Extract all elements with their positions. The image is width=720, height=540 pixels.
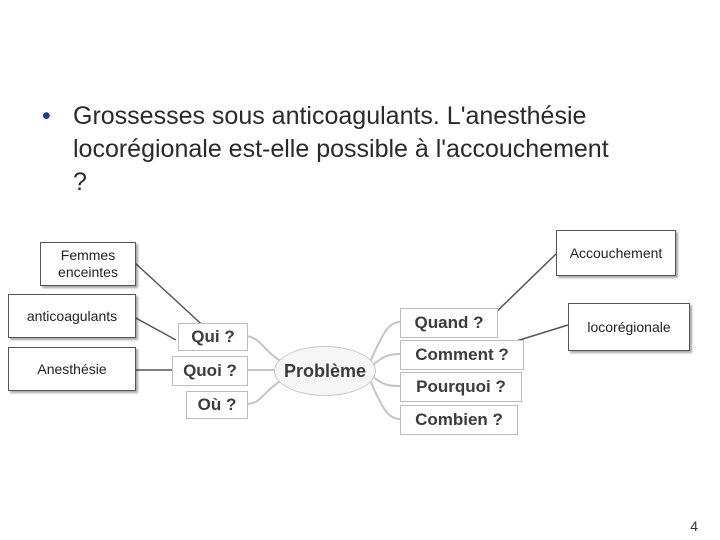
callout-locoregionale: locorégionale: [568, 303, 690, 351]
bullet-line-2: locorégionale est-elle possible à l'acco…: [73, 135, 609, 163]
leader-femmes: [133, 261, 211, 333]
branch-ou: [245, 379, 283, 405]
bullet-line-1: Grossesses sous anticoagulants. L'anesth…: [73, 102, 587, 130]
callout-anesthesie: Anesthésie: [8, 347, 136, 391]
bullet-line-3: ?: [73, 168, 87, 196]
node-comment: Comment ?: [400, 340, 524, 370]
node-quoi: Quoi ?: [172, 356, 248, 386]
callout-anticoagulants: anticoagulants: [8, 294, 136, 338]
node-pourquoi: Pourquoi ?: [400, 372, 522, 402]
center-probleme: Problème: [274, 346, 376, 396]
branch-comment: [371, 353, 401, 367]
callout-femmes-enceintes: Femmes enceintes: [40, 242, 136, 286]
callout-accouchement: Accouchement: [556, 230, 676, 276]
bullet-question: • Grossesses sous anticoagulants. L'anes…: [42, 100, 682, 199]
leader-anticoagulants: [133, 316, 177, 341]
branch-pourquoi: [371, 375, 401, 387]
page-number: 4: [690, 518, 698, 534]
node-ou: Où ?: [186, 391, 248, 419]
node-combien: Combien ?: [400, 405, 518, 435]
branch-quand: [369, 321, 401, 363]
node-quand: Quand ?: [400, 308, 498, 338]
leader-accouchement: [489, 253, 557, 319]
node-qui: Qui ?: [178, 323, 248, 351]
bullet-marker: •: [42, 102, 51, 130]
branch-combien: [369, 379, 401, 420]
branch-qui: [245, 335, 283, 363]
